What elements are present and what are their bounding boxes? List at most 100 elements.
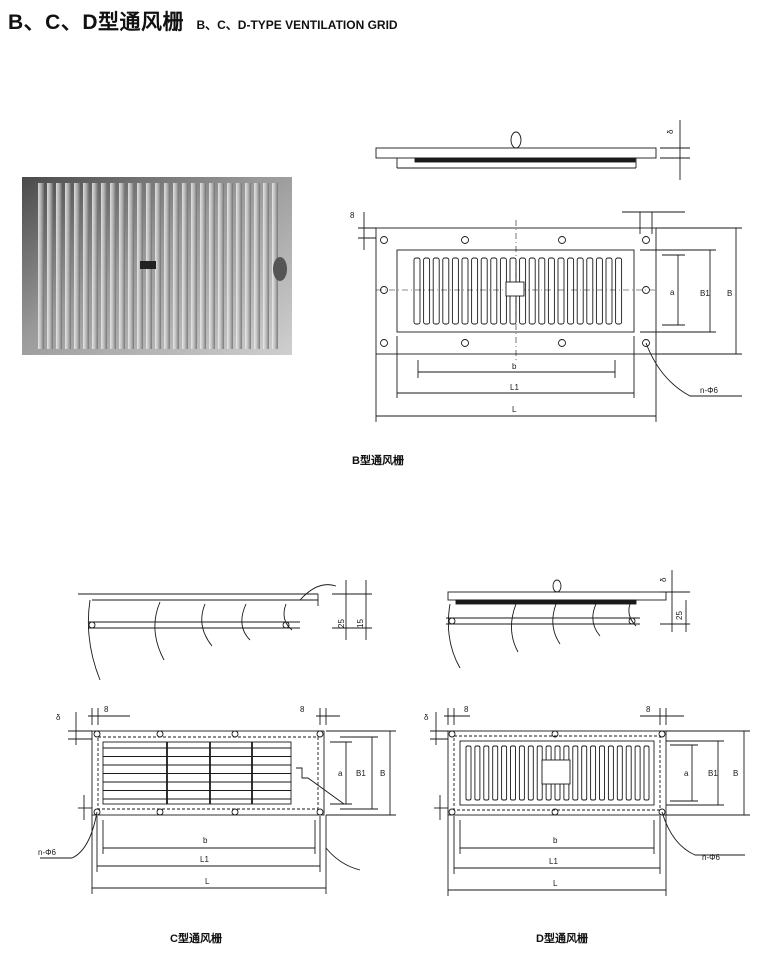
d-slat [536,745,543,801]
b-slat [528,257,536,325]
c-mounting-holes [93,730,324,816]
c-b1-label: B1 [356,769,366,778]
b-l-label: L [512,405,517,414]
b-slat [567,257,575,325]
photo-slat [38,183,44,349]
d-small-b-label: b [553,836,558,845]
c-eight-left-label: 8 [104,705,109,714]
title-english: B、C、D-TYPE VENTILATION GRID [196,18,398,32]
b-holes-label: n-Φ6 [700,386,718,395]
b-mounting-holes [380,236,650,347]
d-slat [625,745,632,801]
b-slat [423,257,431,325]
d-holes-label: n-Φ6 [702,853,720,862]
b-slat [557,257,565,325]
c-h25-label: 25 [337,619,346,628]
title-chinese: B、C、D型通风栅 [8,11,184,34]
d-slat [527,745,534,801]
b-small-b-label: b [512,362,517,371]
photo-slat [263,183,269,349]
b-slat [547,257,555,325]
d-delta-top-label: δ [659,577,668,582]
b-slat [480,257,488,325]
photo-slat [173,183,179,349]
d-slat [492,745,499,801]
photo-slat [155,183,161,349]
d-slat [634,745,641,801]
photo-slat [83,183,89,349]
photo-slat [164,183,170,349]
d-b1-label: B1 [708,769,718,778]
photo-slat [191,183,197,349]
photo-slat [110,183,116,349]
d-eight-right-label: 8 [646,705,651,714]
b-slat [442,257,450,325]
c-small-b-label: b [203,836,208,845]
photo-slat [209,183,215,349]
c-type-caption: C型通风栅 [170,933,222,945]
b-type-caption: B型通风栅 [352,455,404,467]
photo-slat [227,183,233,349]
b-slat [586,257,594,325]
d-big-b-label: B [733,769,738,778]
photo-slat [65,183,71,349]
d-slat [510,745,516,801]
photo-slat [47,183,53,349]
photo-slat [56,183,62,349]
c-big-b-label: B [380,769,385,778]
d-slat [465,745,472,801]
photo-slat [74,183,80,349]
c-a-label: a [338,769,343,778]
c-type-side-view [78,580,372,681]
d-type-plan-view [430,708,750,896]
d-l-label: L [553,879,558,888]
b-slat [595,257,603,325]
b-delta-label: δ [666,129,675,134]
d-slat [599,745,605,801]
b-slat [615,257,623,325]
c-h15-label: 15 [356,619,365,628]
c-eight-right-label: 8 [300,705,305,714]
d-delta-label: δ [424,713,429,722]
photo-slat [254,183,260,349]
d-slat [518,745,525,801]
page-title: B、C、D型通风栅 B、C、D-TYPE VENTILATION GRID [8,6,398,36]
b-slat [605,257,613,325]
b-slat [576,257,584,325]
d-slat [581,745,588,801]
b-slat [461,257,469,325]
photo-slat [245,183,251,349]
b-big-b-label: B [727,289,732,298]
d-slat [607,745,614,801]
d-slat [616,745,623,801]
photo-slat [218,183,224,349]
d-type-caption: D型通风栅 [536,933,588,945]
c-l-label: L [205,877,210,886]
photo-slat [119,183,125,349]
b-slat [490,257,498,325]
b-slat [538,257,546,325]
b-type-plan-view [358,211,742,422]
photo-slat [128,183,134,349]
product-photo [22,177,292,355]
c-holes-label: n-Φ6 [38,848,56,857]
c-l1-label: L1 [200,855,209,864]
b-slat [471,257,479,325]
b-slat [451,257,459,325]
c-type-plan-view [40,708,396,894]
photo-slat [200,183,206,349]
photo-slat [101,183,107,349]
d-slat [483,745,490,801]
d-eight-left-label: 8 [464,705,469,714]
b-type-side-view [375,120,690,180]
d-mounting-holes [448,730,666,816]
photo-slat [236,183,242,349]
d-slat [474,745,481,801]
photo-slat [92,183,98,349]
b-slat [432,257,440,325]
d-slat [501,745,508,801]
photo-slat [182,183,188,349]
d-h25-label: 25 [675,611,684,620]
c-delta-label: δ [56,713,61,722]
